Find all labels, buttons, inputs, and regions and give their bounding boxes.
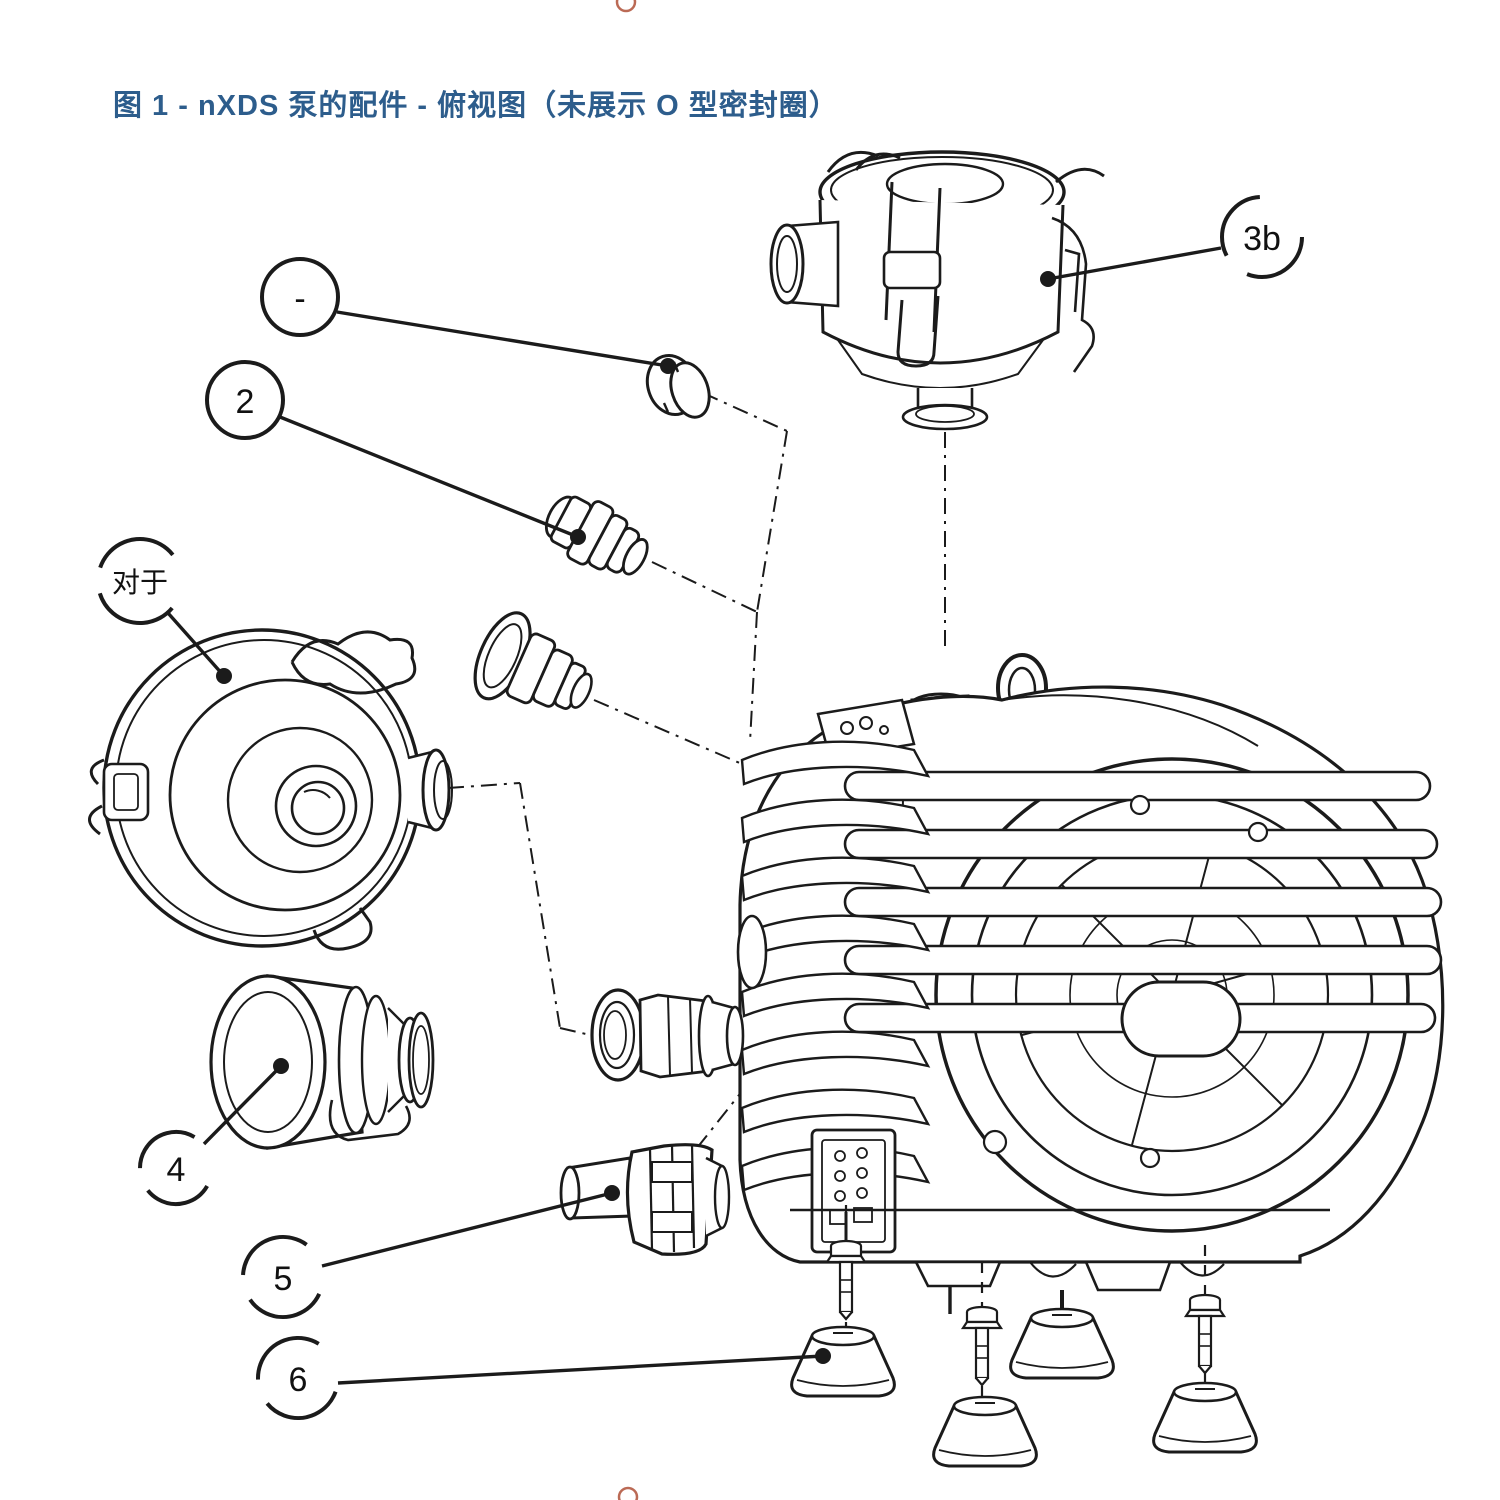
leader-lines [166,246,1222,1385]
filter-wire-handle-right [1055,167,1105,184]
svg-text:-: - [294,280,305,318]
silencer-clamp [88,758,150,836]
inlet-filter [769,150,1105,431]
flange-union-adaptor [590,988,745,1082]
left-cooling-fins [740,740,931,1192]
svg-text:5: 5 [274,1260,293,1298]
silencer-cartridge [209,974,435,1150]
callout-6: 6 [256,1336,340,1420]
svg-text:对于: 对于 [112,567,168,598]
pump-body [736,653,1445,1316]
silencer-wire-top [290,630,417,695]
cooling-fin-bars [843,770,1443,1034]
vibration-isolator-foot [790,1325,896,1398]
side-port-boss [736,914,768,990]
callout-for: 对于 [96,537,184,625]
handle-cutout [1120,980,1242,1058]
callout-balloons: - 2 3b 对于 4 5 [96,195,1304,1420]
svg-text:6: 6 [289,1361,308,1399]
svg-text:2: 2 [236,383,255,421]
callout-blanking-plug: - [260,257,340,337]
mounting-bolt [1184,1293,1226,1375]
filter-clamp-latch [882,181,1095,373]
page-edge-mark-top [615,0,637,13]
vibration-isolator-foot [932,1395,1038,1468]
drain-nut-fitting [559,1143,731,1256]
callout-4: 4 [138,1130,215,1206]
svg-text:4: 4 [167,1151,186,1189]
vibration-isolator-foot [1009,1307,1115,1380]
filter-bottom-port [901,388,989,431]
mounting-hardware [790,1205,1258,1468]
screw-bosses [982,794,1269,1169]
exhaust-silencer [88,628,453,951]
projection-lines [447,392,946,1149]
filter-side-port [769,220,840,308]
mounting-bolt [825,1239,867,1321]
barb-adaptor [544,495,649,576]
cartridge-clip [328,1099,411,1142]
mounting-bolt [961,1305,1003,1387]
silencer-outlet-flange [407,748,453,832]
figure-title: 图 1 - nXDS 泵的配件 - 俯视图（未展示 O 型密封圈） [113,90,839,122]
callout-5: 5 [241,1235,326,1319]
silencer-wire-bottom [312,907,373,951]
blanking-plug [645,354,711,419]
callout-3b: 3b [1220,195,1304,279]
callout-2: 2 [205,360,285,440]
filter-wire-handle-left2 [854,152,901,171]
vibration-isolator-foot [1152,1381,1258,1454]
page-edge-mark-bottom [617,1486,639,1500]
flange-adaptor [473,611,593,710]
pump-base [790,1208,1330,1316]
control-panel [810,1128,897,1254]
svg-text:3b: 3b [1243,220,1281,258]
